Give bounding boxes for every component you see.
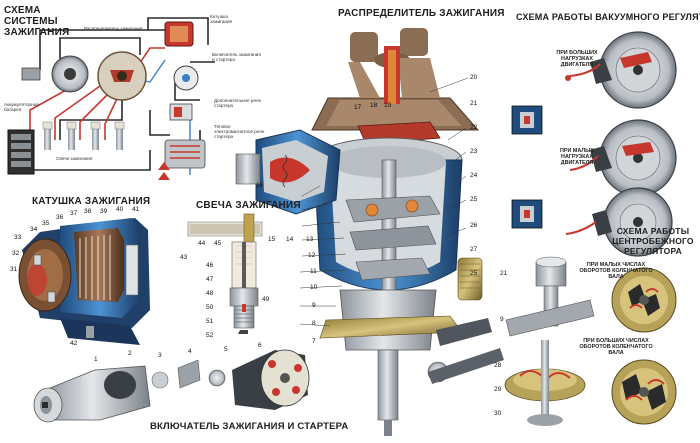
title-centrifugal-regulator: СХЕМА РАБОТЫ ЦЕНТРОБЕЖНОГО РЕГУЛЯТОРА: [612, 226, 694, 256]
callout-42: 42: [70, 340, 78, 347]
title-ignition-system-scheme: СХЕМА СИСТЕМЫ ЗАЖИГАНИЯ: [4, 5, 70, 38]
vacuum-bellows-upper: [511, 105, 543, 135]
scheme-label-plugs: Свечи зажигания: [56, 156, 93, 161]
spark-plug-illustration: [187, 213, 263, 334]
callout-9-centrifugal: 9: [500, 316, 504, 323]
callout-39: 39: [100, 208, 108, 215]
callout-38: 38: [84, 208, 92, 215]
callout-29: 29: [494, 386, 502, 393]
callout-4: 4: [188, 348, 192, 355]
callout-11: 11: [310, 268, 317, 275]
callout-50: 50: [206, 304, 214, 311]
vacuum-note-high-load: ПРИ БОЛЬШИХ НАГРУЗКАХ ДВИГАТЕЛЯ: [556, 50, 598, 68]
callout-31: 31: [10, 266, 18, 273]
callout-51: 51: [206, 318, 214, 325]
centrifugal-note-low-rpm: ПРИ МАЛЫХ ЧИСЛАХ ОБОРОТОВ КОЛЕНЧАТОГО ВА…: [579, 262, 653, 280]
ignition-system-scheme: [7, 17, 215, 180]
callout-15: 15: [268, 236, 276, 243]
callout-19: 19: [384, 102, 392, 109]
callout-20: 20: [470, 74, 478, 81]
callout-34: 34: [30, 226, 38, 233]
vacuum-diagram-high-load: [565, 31, 677, 109]
ignition-switch-illustration: [33, 349, 310, 423]
scheme-label-coil: Катушка зажигания: [210, 14, 233, 24]
scheme-label-extra-relay: Дополнительное реле стартера: [214, 98, 262, 108]
callout-33: 33: [14, 234, 22, 241]
callout-6: 6: [258, 342, 262, 349]
callout-26: 26: [470, 222, 478, 229]
centrifugal-regulator: [504, 256, 677, 426]
callout-10: 10: [310, 284, 318, 291]
callout-35: 35: [42, 220, 50, 227]
callout-2: 2: [128, 350, 132, 357]
callout-46: 46: [206, 262, 214, 269]
callout-23: 23: [470, 148, 478, 155]
leader-lines: [299, 77, 469, 327]
callout-12: 12: [308, 252, 316, 259]
callout-30: 30: [494, 410, 502, 417]
title-ignition-coil: КАТУШКА ЗАЖИГАНИЯ: [32, 196, 151, 207]
callout-41: 41: [132, 206, 140, 213]
callout-21-centrifugal: 21: [500, 270, 508, 277]
title-spark-plug: СВЕЧА ЗАЖИГАНИЯ: [196, 200, 301, 211]
callout-28: 28: [494, 362, 502, 369]
scheme-label-traction-relay: Тяговое электромагнитное реле стартера: [214, 124, 265, 139]
callout-9: 9: [312, 302, 316, 309]
callout-22: 22: [470, 124, 478, 131]
callout-25: 25: [470, 196, 478, 203]
callout-48: 48: [206, 290, 214, 297]
scheme-traction-relay: [164, 139, 206, 169]
vacuum-regulator-diagrams: [511, 31, 677, 257]
title-ignition-switch: ВКЛЮЧАТЕЛЬ ЗАЖИГАНИЯ И СТАРТЕРА: [150, 421, 349, 432]
callout-49: 49: [262, 296, 270, 303]
title-distributor: РАСПРЕДЕЛИТЕЛЬ ЗАЖИГАНИЯ: [338, 8, 505, 19]
callout-3: 3: [158, 352, 162, 359]
callout-44: 44: [198, 240, 206, 247]
callout-14: 14: [286, 236, 294, 243]
callout-40: 40: [116, 206, 124, 213]
vacuum-diagram-third: [565, 187, 673, 257]
callout-25-extra: 25: [470, 270, 478, 277]
distributor-illustration: [235, 28, 504, 436]
title-vacuum-regulator: СХЕМА РАБОТЫ ВАКУУМНОГО РЕГУЛЯТОРА: [516, 12, 700, 22]
callout-8: 8: [312, 320, 316, 327]
ignition-coil-illustration: [18, 218, 150, 345]
callout-13: 13: [306, 236, 314, 243]
callout-5: 5: [224, 346, 228, 353]
callout-45: 45: [214, 240, 222, 247]
callout-24: 24: [470, 172, 478, 179]
callout-37: 37: [70, 210, 78, 217]
vacuum-bellows-lower: [511, 199, 543, 229]
callout-7: 7: [312, 338, 316, 345]
callout-18: 18: [370, 102, 378, 109]
callout-36: 36: [56, 214, 64, 221]
scheme-label-distributor: Распределитель зажигания: [84, 26, 143, 31]
centrifugal-diagram-high-rpm: [611, 359, 677, 425]
callout-21: 21: [470, 100, 478, 107]
callout-16: 16: [256, 182, 264, 189]
callout-52: 52: [206, 332, 214, 339]
callout-43: 43: [180, 254, 188, 261]
centrifugal-diagram-low-rpm: [611, 267, 677, 333]
scheme-spark-plugs: [42, 121, 125, 150]
centrifugal-note-high-rpm: ПРИ БОЛЬШИХ ЧИСЛАХ ОБОРОТОВ КОЛЕНЧАТОГО …: [579, 338, 653, 356]
callout-17: 17: [354, 104, 362, 111]
callout-32: 32: [12, 250, 20, 257]
scheme-label-battery: Аккумуляторная батарея: [4, 102, 39, 112]
callout-47: 47: [206, 276, 214, 283]
callout-1: 1: [94, 356, 98, 363]
vacuum-note-low-load: ПРИ МАЛЫХ НАГРУЗКАХ ДВИГАТЕЛЯ: [560, 148, 594, 166]
scheme-label-switch: Включатель зажигания и стартера: [212, 52, 261, 62]
callout-27: 27: [470, 246, 478, 253]
